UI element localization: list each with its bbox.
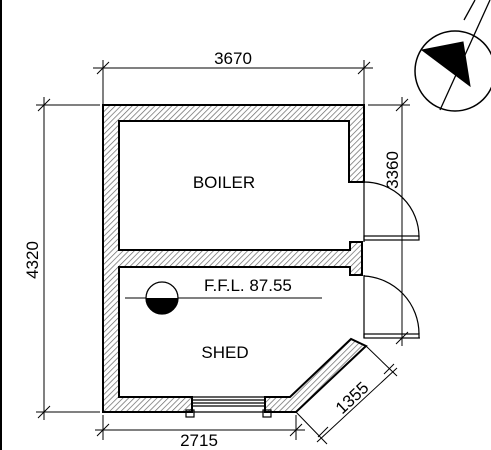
- window-bottom: [185, 396, 272, 418]
- walls: [102, 104, 368, 413]
- level-label: F.F.L. 87.55: [204, 276, 292, 295]
- door-boiler: [363, 181, 420, 242]
- dimension-left: 4320: [23, 241, 42, 279]
- door-shed: [363, 275, 420, 339]
- north-arrow-icon: [414, 0, 491, 112]
- level-marker-icon: [125, 281, 322, 315]
- dimension-right: 3360: [383, 151, 402, 189]
- room-label-boiler: BOILER: [193, 173, 255, 192]
- dimension-lines: [36, 60, 420, 445]
- dimension-bottom: 2715: [180, 431, 218, 450]
- room-label-shed: SHED: [201, 343, 248, 362]
- dimension-top: 3670: [214, 49, 252, 68]
- dimension-diagonal: 1355: [332, 378, 373, 418]
